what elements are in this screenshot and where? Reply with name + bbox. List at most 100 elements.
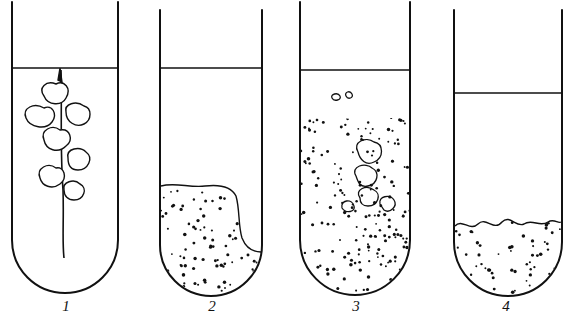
growth-dot xyxy=(347,252,350,255)
growth-dot xyxy=(183,282,185,284)
growth-dot xyxy=(180,264,182,266)
growth-dot xyxy=(459,287,462,290)
growth-dot xyxy=(366,288,369,291)
growth-dot xyxy=(332,223,335,226)
growth-dot xyxy=(388,195,391,198)
growth-dot xyxy=(404,122,406,124)
growth-dot xyxy=(215,264,218,267)
growth-dot xyxy=(371,154,373,156)
growth-dot xyxy=(548,273,550,275)
medium-surfaces xyxy=(12,68,562,93)
growth-dot xyxy=(194,227,197,230)
growth-dot xyxy=(321,222,324,225)
growth-dot xyxy=(184,264,187,267)
growth-dot xyxy=(404,210,407,213)
tube-number: 3 xyxy=(352,299,360,314)
growth-dot xyxy=(355,200,358,203)
growth-dot xyxy=(301,278,304,281)
growth-dot xyxy=(351,206,354,209)
growth-dot xyxy=(174,287,177,290)
growth-dot xyxy=(363,289,365,291)
growth-dot xyxy=(350,109,352,111)
growth-dot xyxy=(304,252,306,254)
growth-dot xyxy=(176,190,178,192)
growth-dot xyxy=(320,113,323,116)
growth-dot xyxy=(203,236,207,240)
growth-dot xyxy=(364,228,367,231)
growth-dot xyxy=(408,116,410,118)
tube-number: 2 xyxy=(208,299,216,314)
growth-dot xyxy=(170,191,172,193)
growth-dot xyxy=(199,208,202,211)
growth-dot xyxy=(377,169,380,172)
growth-dot xyxy=(299,149,302,152)
growth-dot xyxy=(354,262,357,265)
growth-dot xyxy=(388,236,391,239)
growth-dot xyxy=(480,263,482,265)
growth-dot xyxy=(226,253,229,256)
growth-dot xyxy=(508,295,510,297)
sediment-surface xyxy=(455,219,561,226)
growth-dot xyxy=(249,245,251,247)
growth-dot xyxy=(326,150,329,153)
growth-dot xyxy=(374,214,376,216)
growth-dot xyxy=(165,212,168,215)
growth-dot xyxy=(554,267,557,270)
growth-dots xyxy=(299,109,411,296)
growth-dot xyxy=(182,273,186,277)
growth-dot xyxy=(399,234,402,237)
growth-dot xyxy=(361,194,364,197)
growth-dot xyxy=(359,184,362,187)
growth-dot xyxy=(530,268,532,270)
growth-dot xyxy=(346,133,349,136)
growth-dot xyxy=(378,211,380,213)
growth-dot xyxy=(182,285,185,288)
growth-dot xyxy=(529,284,531,286)
growth-dot xyxy=(369,235,372,238)
growth-dot xyxy=(487,268,491,272)
growth-dot xyxy=(380,263,383,266)
growth-dot xyxy=(180,265,183,268)
colony-clumps xyxy=(332,92,395,212)
growth-dot xyxy=(336,287,339,290)
growth-dot xyxy=(316,281,320,285)
growth-dot xyxy=(492,276,495,279)
growth-dot xyxy=(383,176,386,179)
growth-dot xyxy=(379,229,382,232)
growth-dot xyxy=(256,183,259,186)
growth-dot xyxy=(184,248,186,250)
growth-dot xyxy=(233,230,235,232)
growth-dot xyxy=(536,254,539,257)
growth-dot xyxy=(211,200,214,203)
growth-dot xyxy=(228,234,231,237)
growth-dot xyxy=(394,142,396,144)
growth-dot xyxy=(372,128,374,130)
growth-dot xyxy=(314,131,317,134)
growth-dot xyxy=(556,219,558,221)
growth-dot xyxy=(377,256,379,258)
growth-dot xyxy=(251,201,253,203)
growth-dot xyxy=(344,124,346,126)
growth-dot xyxy=(387,128,390,131)
growth-dot xyxy=(402,238,404,240)
growth-dot xyxy=(552,273,555,276)
growth-dot xyxy=(405,273,408,276)
growth-dot xyxy=(315,184,318,187)
growth-dot xyxy=(374,235,377,238)
growth-dot xyxy=(232,238,234,240)
growth-dot xyxy=(526,263,529,266)
growth-dot xyxy=(368,260,370,262)
growth-dot xyxy=(399,269,401,271)
growth-dot xyxy=(387,141,389,143)
growth-dot xyxy=(358,261,361,264)
growth-dot xyxy=(395,229,398,232)
growth-dot xyxy=(340,126,343,129)
growth-dot xyxy=(393,233,396,236)
growth-dot xyxy=(225,245,228,248)
growth-dot xyxy=(551,283,554,286)
growth-dot xyxy=(403,287,405,289)
growth-dot xyxy=(250,202,254,206)
growth-dot xyxy=(308,162,311,165)
growth-dot xyxy=(360,138,363,141)
growth-dot xyxy=(476,241,479,244)
